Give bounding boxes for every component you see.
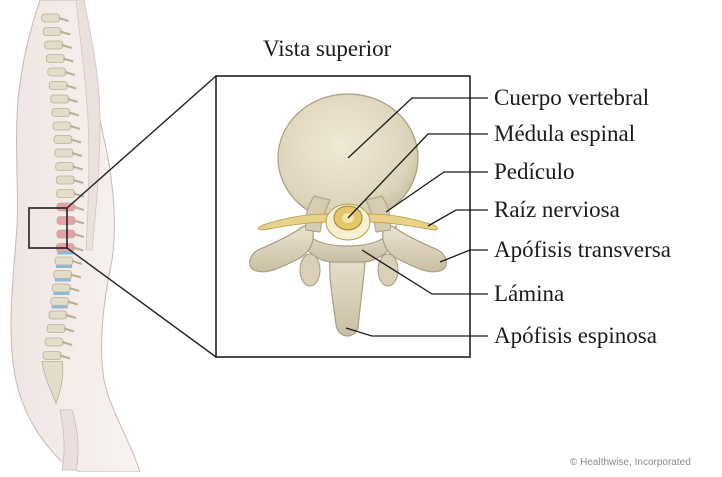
spine-disc [57,252,73,255]
articular-left [300,254,320,286]
label-raiz-nerviosa: Raíz nerviosa [494,198,620,221]
spine-vertebra [57,217,75,225]
spine-disc [52,306,68,309]
spine-disc [53,292,69,295]
label-cuerpo-vertebral: Cuerpo vertebral [494,86,649,109]
spine-vertebra [48,68,66,76]
label-apofisis-espinosa: Apófisis espinosa [494,324,657,347]
spine-vertebra [51,298,69,306]
spine-vertebra [42,14,60,22]
spine-vertebra [47,325,65,333]
label-medula-espinal: Médula espinal [494,122,635,145]
spine-vertebra [54,136,72,144]
spine-vertebra [52,284,70,292]
spine-vertebra [53,122,71,130]
spine-vertebra [49,311,67,319]
spine-vertebra [43,352,61,360]
human-figure [11,0,140,472]
spine-vertebra [49,82,67,90]
spine-vertebra [52,109,70,117]
spine-vertebra [46,55,64,63]
label-pediculo: Pedículo [494,160,575,183]
spine-vertebra [51,95,69,103]
body-silhouette [11,0,140,472]
spine-vertebra [57,230,75,238]
spine-vertebra [45,41,63,49]
spine-vertebra [56,176,74,184]
spine-vertebra [56,163,74,171]
spine-vertebra [57,190,75,198]
label-lamina: Lámina [494,282,564,305]
spine-vertebra [43,28,61,36]
copyright-credit: © Healthwise, Incorporated [570,457,691,468]
spine-vertebra [55,257,73,265]
spine-vertebra [54,271,72,279]
label-apofisis-transversa: Apófisis transversa [494,238,671,261]
spine-vertebra [55,149,73,157]
spine-disc [56,265,72,268]
spine-disc [55,279,71,282]
spine-vertebra [45,338,63,346]
diagram-title: Vista superior [263,36,391,62]
